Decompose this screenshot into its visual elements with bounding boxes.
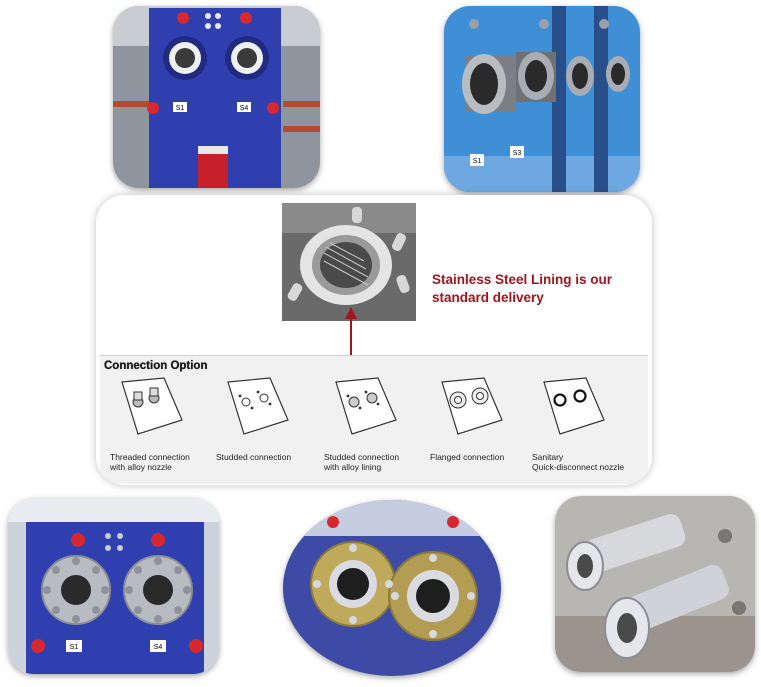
section-heading: Connection Option: [104, 360, 208, 372]
pipe-nozzles-illustration: S1 S3: [444, 6, 640, 192]
flanged-nozzles-illustration: [283, 500, 501, 676]
photo-steel-pipe-nozzles: S1 S3: [444, 6, 640, 192]
option-sanitary: Sanitary Quick-disconnect nozzle: [528, 376, 628, 482]
option-flanged: Flanged connection: [426, 376, 526, 482]
plate-label-s3: S3: [513, 150, 522, 157]
plate-label-s1: S1: [473, 158, 482, 165]
option-label: Threaded connection with alloy nozzle: [110, 452, 190, 472]
option-label: Sanitary Quick-disconnect nozzle: [532, 452, 625, 472]
option-label: Flanged connection: [430, 452, 505, 462]
photo-blue-frame-plate: S1 S4: [113, 6, 320, 188]
frame-plate-illustration: S1 S4: [113, 6, 320, 188]
sanitary-plate-icon: [543, 377, 605, 435]
option-studded: Studded connection: [212, 376, 312, 482]
option-studded-lined: Studded connection with alloy lining: [320, 376, 420, 482]
plate-label-s4: S4: [240, 105, 249, 112]
option-threaded: Threaded connection with alloy nozzle: [106, 376, 206, 482]
studded-plate-icon: [227, 377, 289, 435]
threaded-plate-icon: [121, 377, 183, 435]
plate-label-s1: S1: [176, 105, 185, 112]
plate-label-s1: S1: [70, 644, 79, 651]
sanitary-tubes-illustration: [555, 496, 755, 672]
stainless-lining-photo: [282, 203, 416, 321]
flanged-frame-illustration: S1 S4: [8, 498, 219, 674]
photo-flanged-nozzles: [283, 500, 501, 676]
option-label: Studded connection: [216, 452, 292, 462]
connection-option-strip: Connection Option Threaded connection wi…: [100, 355, 648, 484]
flanged-plate-icon: [441, 377, 503, 435]
lining-caption: Stainless Steel Lining is our standard d…: [432, 272, 613, 305]
plate-label-s4: S4: [154, 644, 163, 651]
lined-port-illustration: [282, 203, 416, 321]
photo-sanitary-tubes: [555, 496, 755, 672]
studded-lined-plate-icon: [335, 377, 397, 435]
photo-flanged-frame-plate: S1 S4: [8, 498, 219, 674]
connection-options-panel: Stainless Steel Lining is our standard d…: [96, 195, 652, 485]
option-label: Studded connection with alloy lining: [324, 452, 400, 472]
